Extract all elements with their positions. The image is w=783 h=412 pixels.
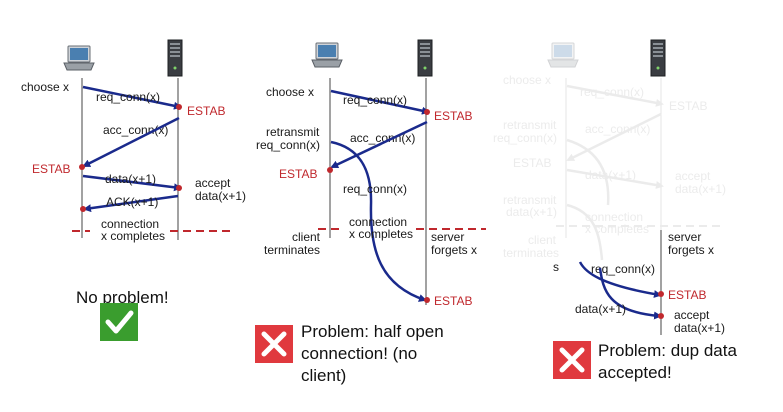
server-estab-dot (424, 109, 430, 115)
x-mark-icon (255, 325, 293, 363)
req-conn-arrow (82, 85, 182, 110)
connection-label: connection (585, 210, 643, 224)
connection-label: connection (101, 217, 159, 231)
accept-dot (176, 185, 182, 191)
data-arrow (566, 168, 664, 189)
retransmit-data-label-2: data(x+1) (506, 205, 557, 219)
client-terminates-label: client (528, 233, 557, 247)
server-forgets-label-2: forgets x (431, 243, 477, 257)
dup-data-caption-2: accepted! (598, 363, 672, 382)
client-laptop-icon (63, 45, 95, 71)
retransmit-req-label: req_conn(x) (256, 138, 320, 152)
late-estab-label: ESTAB (668, 288, 706, 302)
late-data-arrow (598, 267, 662, 320)
client-estab-dot (327, 167, 333, 173)
acc-conn-arrow (330, 120, 428, 169)
checkmark-icon (100, 303, 138, 341)
panel-dup-data: choose x req_conn(x) ESTAB retransmit re… (493, 39, 737, 382)
req-conn-arrow (330, 89, 430, 115)
server-estab-label: ESTAB (669, 99, 707, 113)
completes-label: x completes (585, 222, 649, 236)
client-terminates-label-2: terminates (264, 243, 320, 257)
ack-dot (80, 206, 86, 212)
late-estab-dot (424, 297, 430, 303)
acc-conn-arrow (566, 112, 662, 162)
late-data-label: data(x+1) (575, 302, 626, 316)
accept-data-label: data(x+1) (195, 189, 246, 203)
dup-data-caption-1: Problem: dup data (598, 341, 737, 360)
client-estab-label: ESTAB (279, 167, 317, 181)
req-conn-2-label: req_conn(x) (343, 182, 407, 196)
x-mark-icon (553, 341, 591, 379)
accept-data-label: data(x+1) (675, 182, 726, 196)
acc-conn-label: acc_conn(x) (585, 122, 650, 136)
server-forgets-label-2: forgets x (668, 243, 714, 257)
panel-half-open: choose x req_conn(x) ESTAB retransmit re… (255, 39, 486, 385)
completes-label: x completes (101, 229, 165, 243)
server-estab-dot (176, 104, 182, 110)
half-open-caption-3: client) (301, 366, 346, 385)
accept-data-label: data(x+1) (674, 321, 725, 335)
ack-arrow (83, 194, 179, 213)
accept-label: accept (674, 308, 710, 322)
late-estab-dot (658, 291, 664, 297)
server-icon (650, 39, 666, 77)
panel-no-problem: choose x req_conn(x) ESTAB acc_conn(x) E… (21, 39, 246, 341)
retransmit-req-arrow (330, 140, 427, 302)
late-estab-label: ESTAB (434, 294, 472, 308)
req-conn-label: req_conn(x) (96, 90, 160, 104)
server-estab-label: ESTAB (187, 104, 225, 118)
client-estab-dot (79, 164, 85, 170)
half-open-caption-2: connection! (no (301, 344, 417, 363)
retransmit-label: retransmit (266, 125, 320, 139)
req-conn-label: req_conn(x) (580, 85, 644, 99)
accept-label: accept (195, 176, 231, 190)
server-forgets-label: server (668, 230, 701, 244)
server-estab-label: ESTAB (434, 109, 472, 123)
req-conn-arrow (566, 84, 664, 107)
late-req-conn-arrow (578, 261, 662, 298)
client-laptop-icon (547, 42, 579, 68)
choose-x-label: choose x (266, 85, 314, 99)
faded-background-scenario: choose x req_conn(x) ESTAB retransmit re… (493, 42, 726, 261)
ack-label: ACK(x+1) (106, 195, 158, 209)
server-icon (417, 39, 433, 77)
late-req-conn-label: req_conn(x) (591, 262, 655, 276)
client-laptop-icon (311, 42, 343, 68)
half-open-caption-1: Problem: half open (301, 322, 444, 341)
client-estab-label: ESTAB (513, 156, 551, 170)
s-mark-label: s (553, 260, 559, 274)
accept-dot (658, 313, 664, 319)
retransmit-req-label: req_conn(x) (493, 131, 557, 145)
choose-x-label: choose x (21, 80, 69, 94)
server-icon (167, 39, 183, 77)
retransmit-data-label: retransmit (503, 193, 557, 207)
retransmit-label: retransmit (503, 118, 557, 132)
retransmit-paths (566, 138, 610, 261)
acc-conn-label: acc_conn(x) (103, 123, 168, 137)
connection-label: connection (349, 215, 407, 229)
accept-label: accept (675, 169, 711, 183)
client-estab-label: ESTAB (32, 162, 70, 176)
data-label: data(x+1) (105, 172, 156, 186)
choose-x-label: choose x (503, 73, 551, 87)
client-terminates-label-2: terminates (503, 246, 559, 260)
no-problem-caption: No problem! (76, 288, 169, 307)
completes-label: x completes (349, 227, 413, 241)
req-conn-label: req_conn(x) (343, 93, 407, 107)
acc-conn-arrow (82, 116, 180, 168)
server-forgets-label: server (431, 230, 464, 244)
client-terminates-label: client (292, 230, 321, 244)
data-arrow (82, 174, 182, 192)
